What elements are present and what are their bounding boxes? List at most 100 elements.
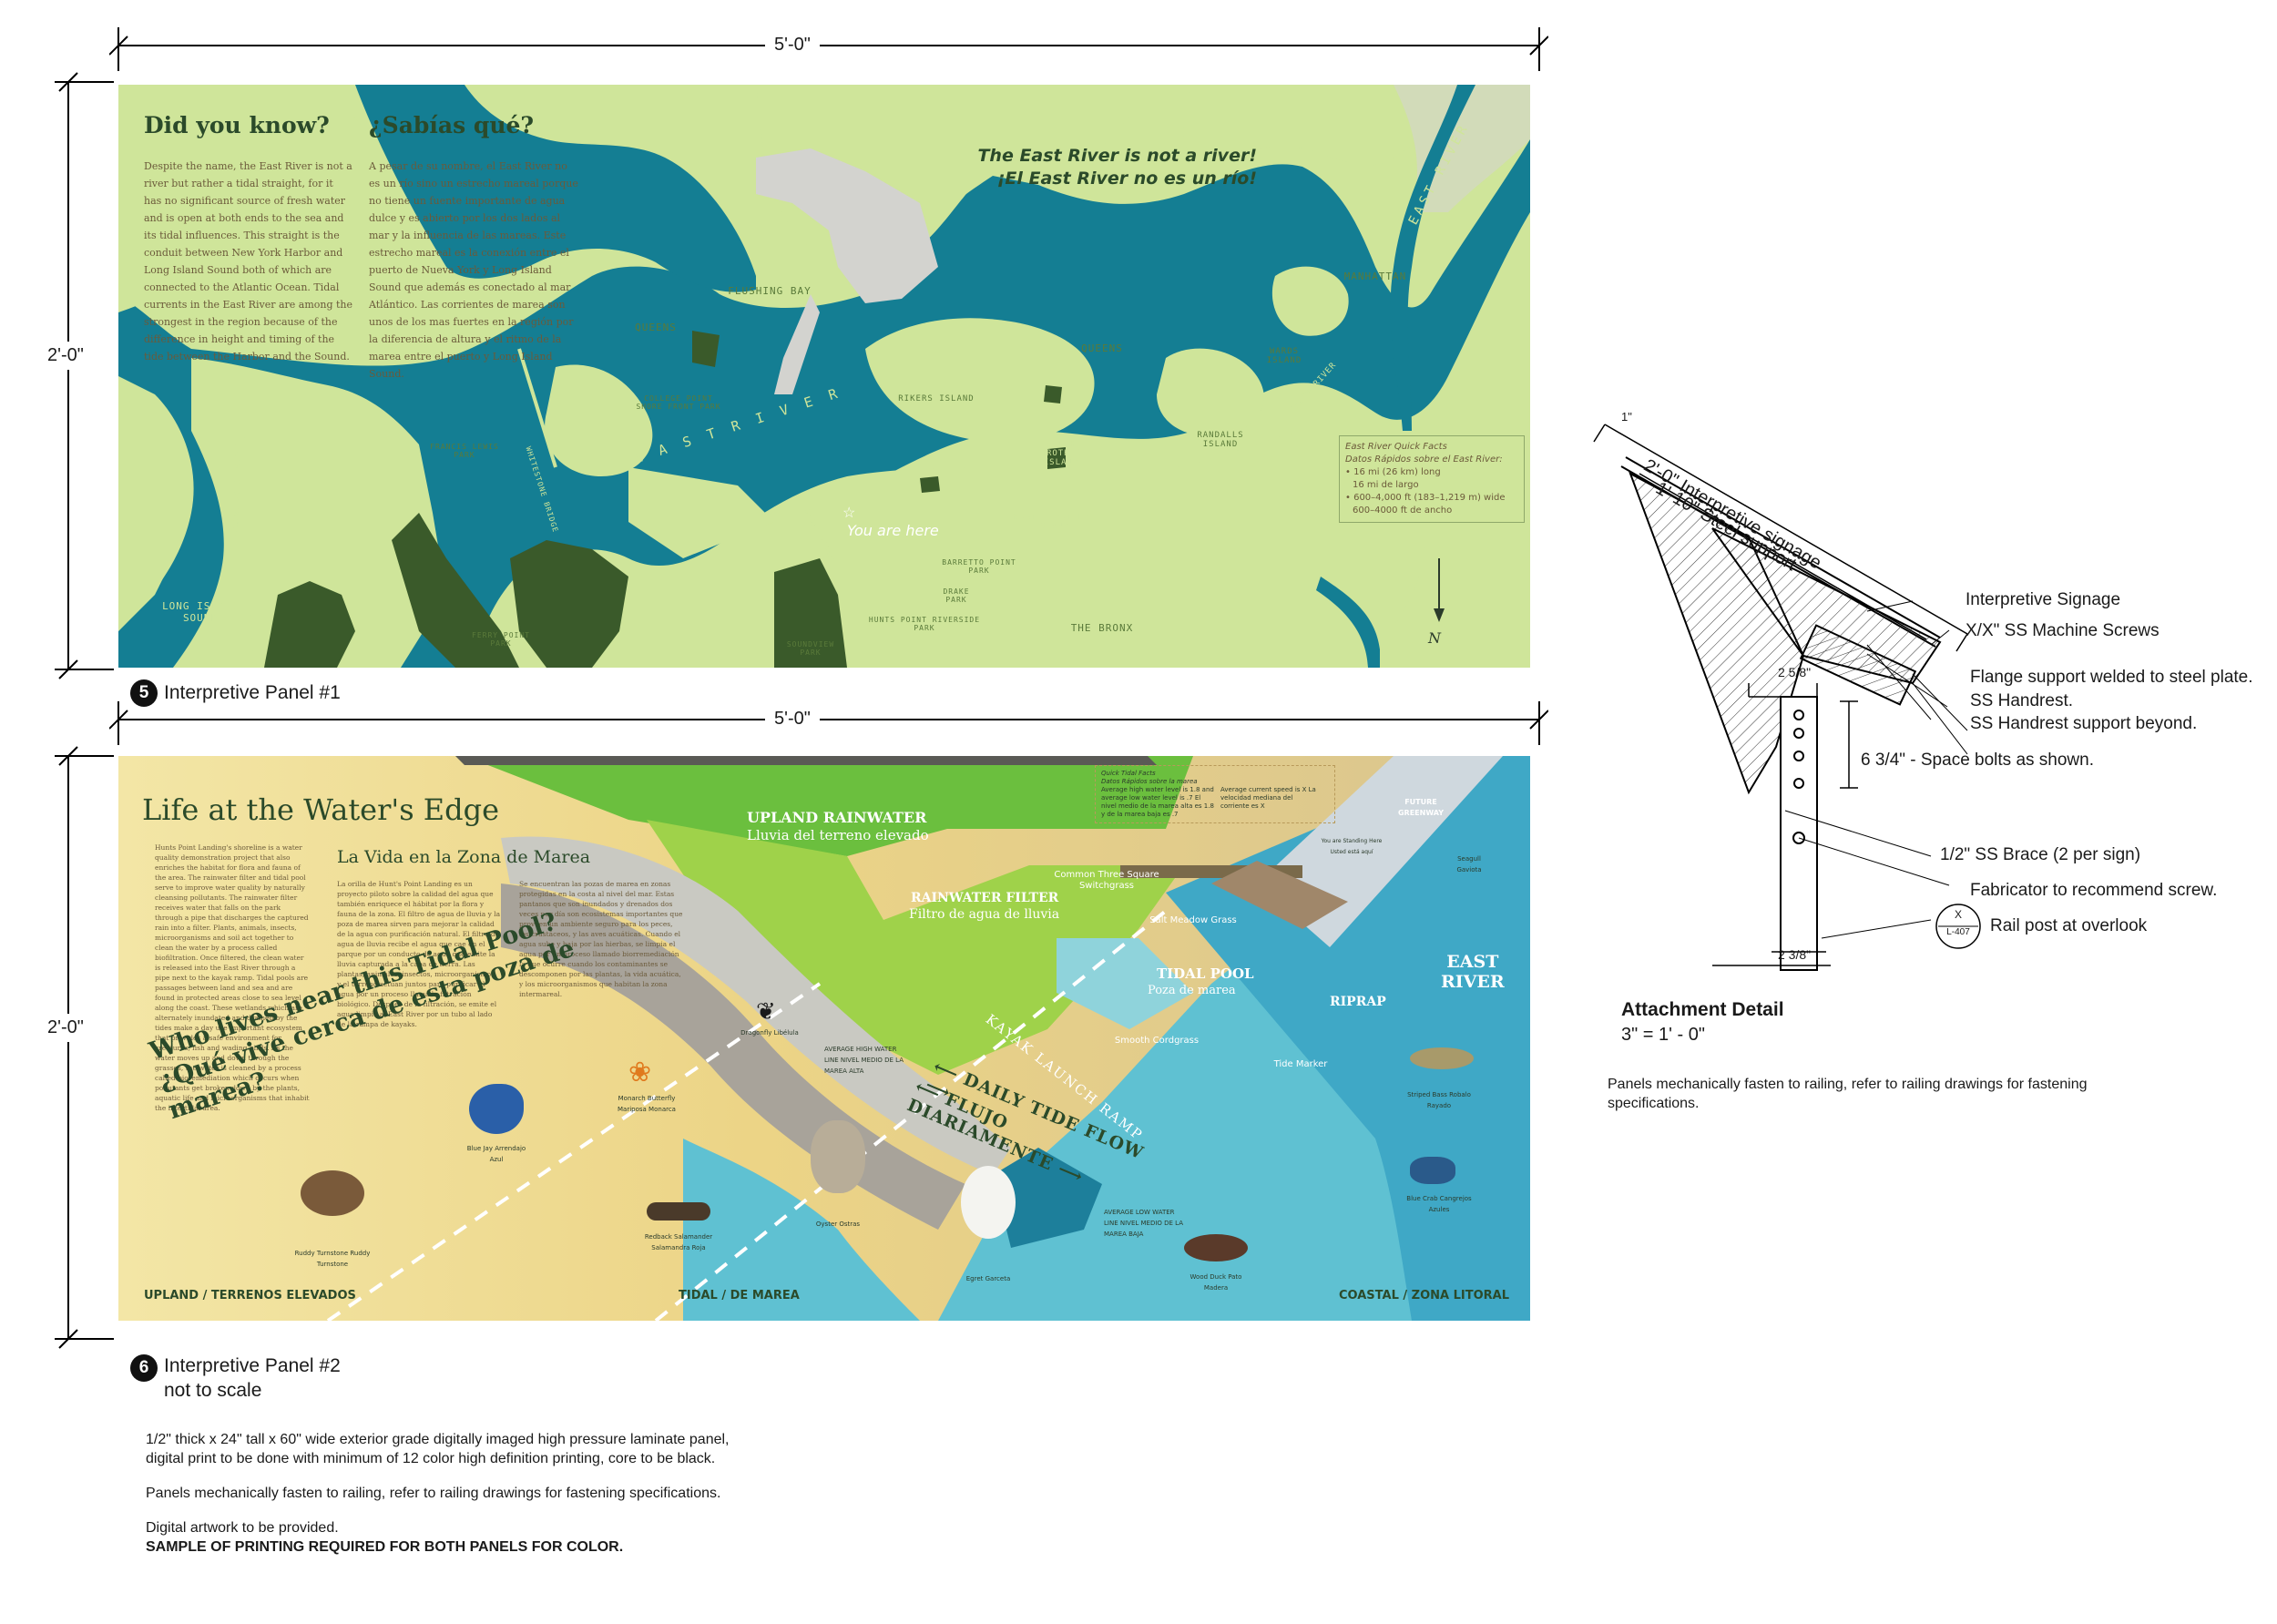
height-label-2: 2'-0" (46, 1014, 86, 1042)
attachment-detail: 2'-0" Interpretive signage 1'-10" Steel … (1567, 355, 2277, 1020)
spec-line-3: Digital artwork to be provided. (146, 1520, 339, 1536)
callout-handrest-support: SS Handrest support beyond. (1970, 714, 2198, 733)
dragonfly-icon: ❦ (756, 997, 776, 1025)
salamander-icon (647, 1202, 710, 1221)
quick-tidal-title-en: Quick Tidal Facts (1101, 770, 1156, 777)
species-salamander: Redback Salamander Salamandra Roja (644, 1233, 713, 1251)
zone-coastal: COASTAL / ZONA LITORAL (1339, 1289, 1510, 1302)
plant-switchgrass: Common Three Square Switchgrass (1054, 870, 1159, 891)
species-striped-bass: Striped Bass Robalo Rayado (1407, 1091, 1471, 1109)
specs-notes: 1/2" thick x 24" tall x 60" wide exterio… (146, 1430, 747, 1557)
callout-machine-screws: X/X" SS Machine Screws (1966, 621, 2160, 640)
quick-facts-title-en: East River Quick Facts (1345, 442, 1447, 452)
east-river-label: EAST RIVER (1441, 952, 1505, 992)
panel1-title-en: Did you know? (144, 112, 330, 138)
interpretive-panel-2: Life at the Water's Edge La Vida en la Z… (118, 756, 1530, 1321)
map-label-south-brother: SOUTH BROTHER ISLAND (1040, 440, 1082, 467)
map-label-the-bronx: THE BRONX (1070, 622, 1134, 634)
quick-facts-box: East River Quick Facts Datos Rápidos sob… (1339, 435, 1525, 523)
panel2-callout-number: 6 (130, 1354, 158, 1382)
width-label-2: 5'-0" (765, 709, 820, 730)
quick-tidal-fact-1: Average high water level is 1.8 and aver… (1101, 786, 1214, 818)
callout-ss-handrest: SS Handrest. (1970, 691, 2073, 710)
headline-en: The East River is not a river! (977, 146, 1257, 166)
map-label-hunts-point: HUNTS POINT RIVERSIDE PARK (868, 616, 981, 632)
rainwater-filter-en: RAINWATER FILTER (911, 891, 1059, 905)
dimension-line-height-1 (55, 72, 114, 679)
panel2-caption: Interpretive Panel #2 (164, 1355, 341, 1376)
panel1-headline: The East River is not a river! ¡El East … (947, 145, 1257, 190)
attachment-title: Attachment Detail (1621, 999, 1784, 1020)
map-label-queens-1: QUEENS (635, 322, 677, 333)
interpretive-panel-1: Did you know? ¿Sabías qué? Despite the n… (118, 85, 1530, 668)
avg-low-label: AVERAGE LOW WATER LINE NIVEL MEDIO DE LA… (1104, 1209, 1184, 1238)
blue-crab-icon (1410, 1157, 1455, 1184)
panel2-body-es-2: Se encuentran las pozas de marea en zona… (519, 880, 683, 998)
species-oyster: Oyster Ostras (815, 1221, 861, 1228)
quick-tidal-facts-box: Quick Tidal Facts Datos Rápidos sobre la… (1095, 765, 1335, 823)
quick-fact-2: 16 mi de largo (1353, 480, 1419, 490)
east-river-line1: EAST (1446, 952, 1499, 972)
map-label-flushing-bay: FLUSHING BAY (728, 285, 812, 297)
headline-es: ¡El East River no es un río! (996, 169, 1257, 189)
callout-flange-support: Flange support welded to steel plate. (1970, 668, 2253, 687)
species-monarch: Monarch Butterfly Mariposa Monarca (618, 1095, 676, 1113)
map-label-barretto: BARRETTO POINT PARK (942, 558, 1016, 575)
spec-line-2: Panels mechanically fasten to railing, r… (146, 1486, 721, 1501)
panel1-body-es: A pesar de su nombre, el East River no e… (369, 160, 578, 380)
spec-line-4: SAMPLE OF PRINTING REQUIRED FOR BOTH PAN… (146, 1539, 624, 1555)
tidal-pool-es: Poza de marea (1148, 984, 1236, 997)
species-seagull: Seagull Gaviota (1456, 855, 1482, 873)
quick-tidal-title-es: Datos Rápidos sobre la marea (1101, 778, 1198, 785)
dim-1in-label: 1" (1621, 410, 1632, 424)
oyster-icon (811, 1120, 865, 1193)
dimension-line-height-2 (55, 746, 114, 1349)
map-label-randalls: RANDALLS ISLAND (1197, 431, 1244, 449)
striped-bass-icon (1410, 1047, 1474, 1069)
attachment-scale: 3" = 1' - 0" (1621, 1025, 1705, 1045)
callout-ss-brace: 1/2" SS Brace (2 per sign) (1940, 845, 2141, 864)
panel2-scale-note: not to scale (164, 1380, 262, 1401)
callout-interpretive-signage: Interpretive Signage (1966, 590, 2121, 609)
panel1-callout-number: 5 (130, 679, 158, 707)
map-label-queens-2: QUEENS (1081, 342, 1123, 354)
quick-fact-3: • 600–4,000 ft (183–1,219 m) wide (1345, 493, 1506, 503)
map-label-long-island-sound: LONG ISLAND SOUND (162, 600, 239, 624)
wood-duck-icon (1184, 1234, 1248, 1261)
you-are-here-label: You are here (847, 522, 939, 539)
tide-marker-label: Tide Marker (1273, 1059, 1328, 1069)
width-label-1: 5'-0" (765, 35, 820, 56)
panel1-body-en: Despite the name, the East River is not … (144, 160, 353, 363)
rainwater-filter-es: Filtro de agua de lluvia (909, 907, 1060, 922)
species-ruddy: Ruddy Turnstone Ruddy Turnstone (294, 1250, 371, 1268)
east-river-line2: RIVER (1441, 972, 1505, 992)
ruddy-turnstone-icon (301, 1170, 364, 1216)
map-label-francis-lewis: FRANCIS LEWIS PARK (430, 443, 499, 459)
plant-smooth-cordgrass: Smooth Cordgrass (1114, 1036, 1200, 1046)
avg-high-label: AVERAGE HIGH WATER LINE NIVEL MEDIO DE L… (824, 1046, 904, 1075)
quick-tidal-fact-2: Average current speed is X La velocidad … (1220, 786, 1316, 810)
blue-jay-icon (469, 1084, 524, 1134)
dim-2-3-8-label: 2 3/8" (1778, 947, 1812, 962)
star-icon: ☆ (842, 506, 856, 521)
callout-rail-post: Rail post at overlook (1990, 916, 2148, 935)
dim-2-5-8-label: 2 5/8" (1778, 665, 1812, 679)
detail-ref-top: X (1954, 908, 1962, 921)
panel1-title-es: ¿Sabías qué? (369, 112, 535, 138)
panel2-title-es: La Vida en la Zona de Marea (337, 847, 591, 867)
attachment-note: Panels mechanically fasten to railing, r… (1608, 1077, 2088, 1111)
tidal-pool-en: TIDAL POOL (1157, 965, 1254, 982)
egret-icon (961, 1166, 1016, 1239)
zone-tidal: TIDAL / DE MAREA (679, 1289, 800, 1302)
panel2-title-en: Life at the Water's Edge (142, 792, 500, 827)
you-are-standing-label: You are Standing Here Usted está aquí (1321, 838, 1383, 855)
upland-rainwater-es: Lluvia del terreno elevado (747, 827, 929, 843)
map-label-ferry-point: FERRY POINT PARK (472, 631, 530, 648)
attachment-detail-drawing (1593, 424, 1981, 971)
species-wood-duck: Wood Duck Pato Madera (1190, 1273, 1242, 1292)
zone-upland: UPLAND / TERRENOS ELEVADOS (144, 1289, 356, 1302)
dimension-line-width-1 (109, 27, 1548, 71)
panel2-body-en: Hunts Point Landing's shoreline is a wat… (155, 843, 310, 1112)
species-blue-jay: Blue Jay Arrendajo Azul (466, 1145, 526, 1163)
species-egret: Egret Garceta (965, 1275, 1011, 1282)
